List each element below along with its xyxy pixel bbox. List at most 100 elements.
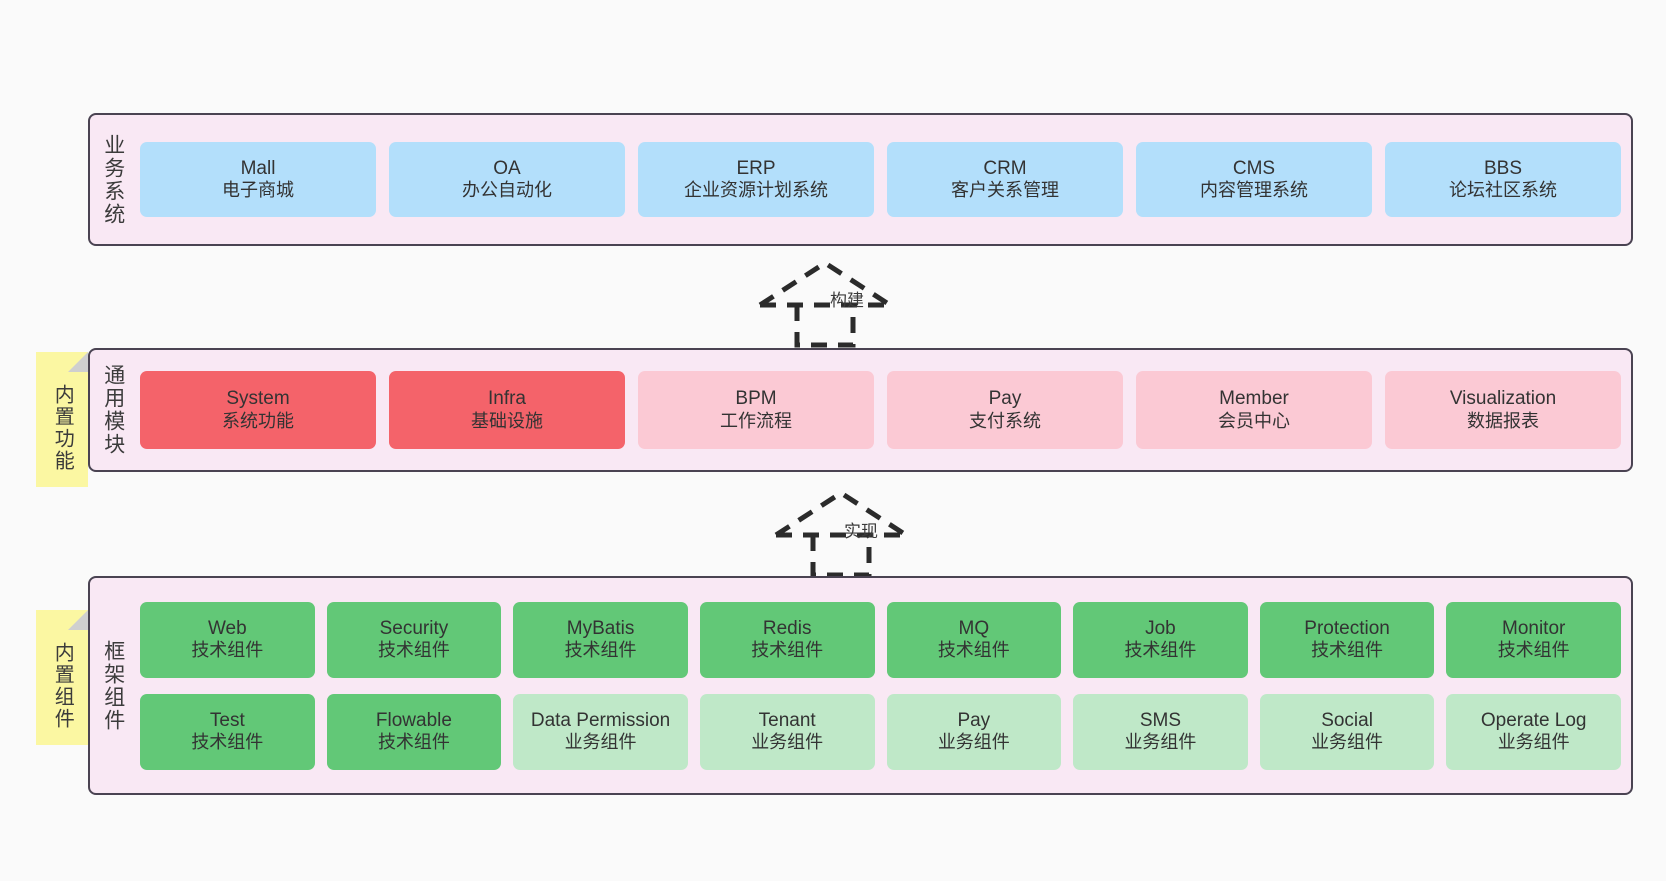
card-cms-cn: 内容管理系统: [1200, 180, 1308, 201]
card-pay-component-cn: 业务组件: [937, 732, 1010, 753]
note-builtin-component: 内置组件: [36, 610, 88, 745]
card-infra[interactable]: Infra 基础设施: [389, 371, 625, 449]
card-bbs-cn: 论坛社区系统: [1449, 180, 1557, 201]
arrow-build: 构建: [742, 255, 932, 350]
card-redis-en: Redis: [762, 617, 812, 639]
card-operate-log-cn: 业务组件: [1497, 732, 1570, 753]
card-pay-module[interactable]: Pay 支付系统: [887, 371, 1123, 449]
card-data-permission[interactable]: Data Permission 业务组件: [513, 693, 688, 770]
card-pay-module-en: Pay: [988, 388, 1022, 410]
framework-row-tech: Web 技术组件 Security 技术组件 MyBatis 技术组件 Redi…: [140, 601, 1621, 678]
card-system[interactable]: System 系统功能: [140, 371, 376, 449]
card-redis-cn: 技术组件: [751, 640, 824, 661]
layer-business-system: 业务系统 Mall 电子商城 OA 办公自动化 ERP 企业资源计划系统 CRM…: [88, 113, 1633, 246]
note-builtin-feature-label: 内置功能: [51, 383, 74, 472]
card-data-permission-cn: 业务组件: [564, 732, 637, 753]
layer-common-module-title: 通用模块: [101, 364, 125, 456]
card-member-cn: 会员中心: [1218, 410, 1290, 431]
card-mq[interactable]: MQ 技术组件: [886, 601, 1062, 678]
card-tenant-en: Tenant: [758, 709, 816, 731]
card-cms-en: CMS: [1232, 157, 1276, 179]
card-sms-cn: 业务组件: [1124, 732, 1197, 753]
framework-card-grid: Web 技术组件 Security 技术组件 MyBatis 技术组件 Redi…: [136, 578, 1631, 793]
card-web-en: Web: [207, 617, 247, 639]
card-mybatis-en: MyBatis: [566, 617, 635, 639]
card-bpm-en: BPM: [735, 388, 777, 410]
card-pay-component-en: Pay: [957, 709, 991, 731]
card-system-cn: 系统功能: [222, 410, 294, 431]
common-module-card-list: System 系统功能 Infra 基础设施 BPM 工作流程 Pay 支付系统…: [136, 350, 1631, 470]
card-sms-en: SMS: [1139, 709, 1182, 731]
card-visualization-cn: 数据报表: [1467, 410, 1539, 431]
card-job-en: Job: [1145, 617, 1176, 639]
card-pay-component[interactable]: Pay 业务组件: [886, 693, 1062, 770]
card-mybatis-cn: 技术组件: [564, 640, 637, 661]
card-monitor[interactable]: Monitor 技术组件: [1446, 601, 1621, 678]
arrow-implement-glyph: [774, 490, 908, 578]
card-crm-cn: 客户关系管理: [951, 180, 1059, 201]
card-protection[interactable]: Protection 技术组件: [1259, 601, 1435, 678]
card-bpm[interactable]: BPM 工作流程: [638, 371, 874, 449]
card-oa-en: OA: [493, 157, 521, 179]
card-oa[interactable]: OA 办公自动化: [389, 142, 625, 217]
card-test-en: Test: [209, 709, 245, 731]
card-infra-cn: 基础设施: [471, 410, 543, 431]
card-security-cn: 技术组件: [377, 640, 450, 661]
layer-framework-component: 框架组件 Web 技术组件 Security 技术组件 MyBatis 技术组件…: [88, 576, 1633, 795]
card-tenant-cn: 业务组件: [751, 732, 824, 753]
card-web-cn: 技术组件: [191, 640, 264, 661]
card-infra-en: Infra: [487, 388, 527, 410]
card-visualization[interactable]: Visualization 数据报表: [1385, 371, 1621, 449]
card-test-cn: 技术组件: [191, 732, 264, 753]
card-job-cn: 技术组件: [1124, 640, 1197, 661]
card-web[interactable]: Web 技术组件: [140, 601, 315, 678]
arrow-implement: 实现: [758, 485, 948, 580]
card-flowable-en: Flowable: [375, 709, 452, 731]
card-job[interactable]: Job 技术组件: [1073, 601, 1248, 678]
card-pay-module-cn: 支付系统: [969, 410, 1041, 431]
card-test[interactable]: Test 技术组件: [140, 693, 315, 770]
card-operate-log[interactable]: Operate Log 业务组件: [1446, 693, 1621, 770]
card-operate-log-en: Operate Log: [1480, 709, 1587, 731]
card-mall-cn: 电子商城: [222, 180, 294, 201]
card-social-en: Social: [1321, 709, 1373, 731]
layer-framework-component-title: 框架组件: [101, 639, 125, 732]
layer-business-system-title: 业务系统: [101, 133, 125, 226]
card-bbs-en: BBS: [1483, 157, 1523, 179]
card-protection-cn: 技术组件: [1311, 640, 1384, 661]
note-builtin-feature: 内置功能: [36, 352, 88, 487]
card-visualization-en: Visualization: [1449, 388, 1557, 410]
card-oa-cn: 办公自动化: [462, 180, 552, 201]
card-monitor-en: Monitor: [1502, 617, 1566, 639]
card-mq-en: MQ: [958, 617, 990, 639]
card-member-en: Member: [1219, 388, 1289, 410]
framework-row-biz: Test 技术组件 Flowable 技术组件 Data Permission …: [140, 693, 1621, 770]
card-erp-en: ERP: [736, 157, 776, 179]
card-bbs[interactable]: BBS 论坛社区系统: [1385, 142, 1621, 217]
card-erp[interactable]: ERP 企业资源计划系统: [638, 142, 874, 217]
card-flowable[interactable]: Flowable 技术组件: [326, 693, 502, 770]
card-mall-en: Mall: [240, 157, 276, 179]
card-mybatis[interactable]: MyBatis 技术组件: [513, 601, 688, 678]
card-tenant[interactable]: Tenant 业务组件: [699, 693, 875, 770]
card-social-cn: 业务组件: [1311, 732, 1384, 753]
card-security[interactable]: Security 技术组件: [326, 601, 502, 678]
card-cms[interactable]: CMS 内容管理系统: [1136, 142, 1372, 217]
business-card-list: Mall 电子商城 OA 办公自动化 ERP 企业资源计划系统 CRM 客户关系…: [136, 115, 1631, 244]
card-data-permission-en: Data Permission: [530, 709, 671, 731]
card-crm-en: CRM: [983, 157, 1027, 179]
card-social[interactable]: Social 业务组件: [1259, 693, 1435, 770]
card-protection-en: Protection: [1304, 617, 1390, 639]
layer-common-module: 通用模块 System 系统功能 Infra 基础设施 BPM 工作流程 Pay…: [88, 348, 1633, 472]
card-redis[interactable]: Redis 技术组件: [699, 601, 875, 678]
card-security-en: Security: [379, 617, 449, 639]
card-flowable-cn: 技术组件: [377, 732, 450, 753]
arrow-build-glyph: [758, 260, 892, 348]
card-sms[interactable]: SMS 业务组件: [1073, 693, 1248, 770]
card-crm[interactable]: CRM 客户关系管理: [887, 142, 1123, 217]
card-mall[interactable]: Mall 电子商城: [140, 142, 376, 217]
card-mq-cn: 技术组件: [937, 640, 1010, 661]
card-member[interactable]: Member 会员中心: [1136, 371, 1372, 449]
card-bpm-cn: 工作流程: [720, 410, 792, 431]
